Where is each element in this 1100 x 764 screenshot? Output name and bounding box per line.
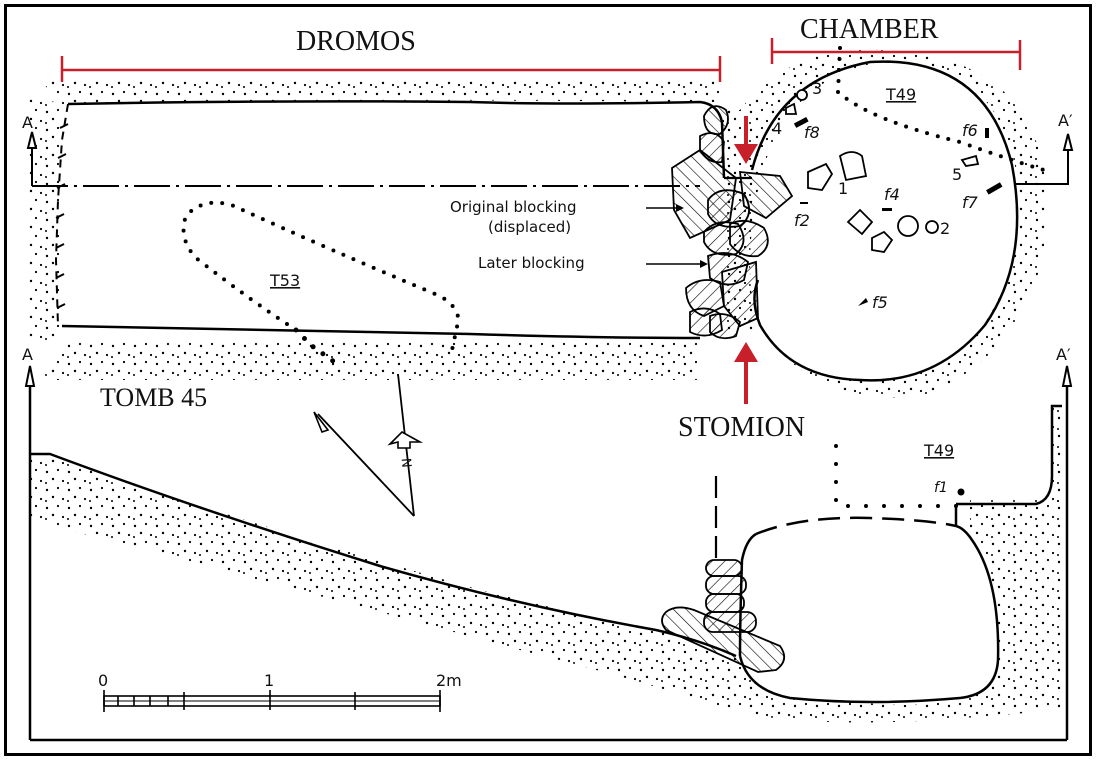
find-f4-mark [882, 208, 892, 211]
plan-view: A A′ T53 T49 [22, 46, 1074, 398]
find-3-pot [796, 89, 808, 101]
scale-bar: 0 1 2m [98, 671, 462, 712]
find-label-4: 4 [772, 119, 782, 138]
find-label-f2: f2 [794, 211, 810, 230]
find-label-3: 3 [812, 79, 822, 98]
plan-marker-a: A [22, 113, 33, 132]
dromos-heading: DROMOS [296, 26, 416, 57]
chamber-outline [750, 60, 1019, 382]
section-marker-a: A [22, 345, 33, 364]
dromos-stipple-left [28, 95, 62, 340]
red-annotations [60, 38, 1022, 404]
section-blocking-stones [661, 559, 786, 673]
find-f6-mark [985, 128, 989, 138]
find-label-f7: f7 [962, 193, 979, 212]
magnetic-north-head [313, 411, 330, 433]
find-labels: 3 4 f8 1 f2 f4 2 5 f6 f7 f5 [772, 79, 979, 312]
t49-section-outline [834, 444, 960, 508]
find-label-2: 2 [940, 219, 950, 238]
chamber-find-blades [793, 116, 1003, 306]
find-label-f4: f4 [884, 185, 900, 204]
section-left-arrow [24, 365, 36, 387]
dromos-floor [62, 100, 724, 341]
magnetic-north-shaft [317, 413, 415, 517]
tomb-title: TOMB 45 [100, 383, 207, 412]
find-1-stone [807, 162, 834, 191]
find-label-f8: f8 [804, 123, 820, 142]
blocking-stones [671, 105, 794, 340]
north-arrow-head [387, 431, 424, 449]
dromos-outline-top [67, 100, 726, 179]
find-f1-mark [957, 488, 965, 496]
find-label-f1: f1 [934, 480, 948, 496]
stomion-arrow-top-head [734, 144, 758, 164]
label-later-blocking: Later blocking [478, 254, 585, 272]
find-f5-mark [858, 298, 868, 306]
scale-tick-2m: 2m [436, 671, 462, 690]
find-2-vessel-large [897, 215, 919, 237]
find-label-5: 5 [952, 165, 962, 184]
chamber-roof-dashed [755, 516, 957, 536]
find-label-1: 1 [838, 179, 848, 198]
scale-tick-1: 1 [264, 671, 274, 690]
section-view: A A′ T49 f1 [22, 345, 1073, 742]
t49-section-label: T49 [923, 441, 954, 460]
t49-plan-label: T49 [885, 85, 916, 104]
dromos-stipple-bottom [40, 340, 700, 380]
leader-later-blocking-arrowhead [700, 260, 708, 268]
scale-bar-sub-ticks [103, 690, 441, 712]
find-4-object [785, 102, 798, 115]
right-column-stipple [1052, 406, 1062, 506]
find-2-vessel-small [925, 220, 939, 234]
label-original-blocking-displaced: (displaced) [488, 218, 571, 236]
chamber-heading: CHAMBER [800, 14, 939, 45]
find-5-object [960, 154, 980, 167]
find-1-vessel [838, 151, 868, 182]
section-marker-a-prime: A′ [1056, 345, 1071, 364]
t53-label: T53 [269, 271, 300, 290]
dromos-stipple-top [40, 80, 720, 104]
leader-original-blocking-arrowhead [676, 204, 684, 212]
t53-outline-below [293, 327, 343, 369]
section-marker-arrow-right [1062, 133, 1074, 151]
find-f8-mark [793, 116, 809, 128]
label-original-blocking: Original blocking [450, 198, 576, 216]
chamber-finds [785, 89, 980, 253]
find-block-b [871, 230, 894, 253]
find-block-a [846, 208, 874, 236]
find-label-f6: f6 [962, 121, 978, 140]
find-f2-mark [800, 202, 808, 204]
north-arrow-label: N [398, 457, 414, 468]
section-line-chamber [1014, 148, 1069, 185]
chamber-floor [750, 61, 1019, 381]
plan-marker-a-prime: A′ [1058, 111, 1073, 130]
scale-tick-0: 0 [98, 671, 108, 690]
north-arrow: N [313, 373, 424, 517]
stomion-heading: STOMION [678, 412, 805, 443]
section-right-arrow [1061, 365, 1073, 387]
find-label-f5: f5 [872, 293, 888, 312]
chamber-section-floor [738, 524, 1000, 704]
dromos-outline-bottom [61, 324, 701, 340]
right-surface-profile [956, 404, 1062, 506]
find-f7-mark [986, 182, 1003, 195]
section-marker-arrow-left [26, 131, 38, 149]
stomion-arrow-bottom-head [734, 342, 758, 362]
